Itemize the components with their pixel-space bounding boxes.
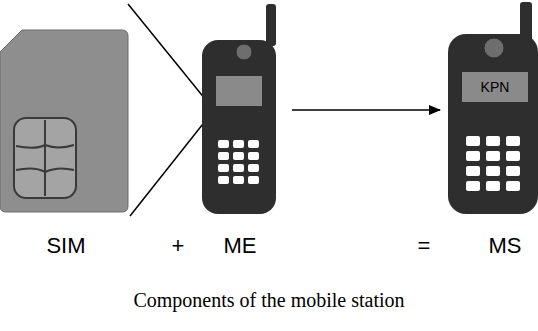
key (248, 164, 259, 172)
component-label: ME (224, 235, 257, 257)
key (248, 140, 259, 148)
sim-card (0, 30, 128, 212)
key (466, 136, 480, 146)
arrow (292, 109, 440, 111)
mobile-equipment (202, 4, 276, 214)
caption: Components of the mobile station (133, 290, 404, 310)
key (486, 151, 500, 161)
mobile-station (448, 2, 538, 214)
key (248, 152, 259, 160)
guide-line (128, 4, 214, 110)
component-label: MS (489, 235, 522, 257)
key (486, 181, 500, 191)
guide-line (130, 110, 214, 216)
key (248, 176, 259, 184)
key (218, 152, 229, 160)
key (466, 151, 480, 161)
key (218, 176, 229, 184)
key (233, 164, 244, 172)
key (218, 140, 229, 148)
key (506, 136, 520, 146)
key (218, 164, 229, 172)
key (506, 151, 520, 161)
screen-text: KPN (481, 80, 510, 94)
key (466, 181, 480, 191)
key (233, 152, 244, 160)
key (486, 136, 500, 146)
key (233, 140, 244, 148)
key (506, 166, 520, 176)
component-label: SIM (46, 235, 85, 257)
key (466, 166, 480, 176)
key (486, 166, 500, 176)
operator: = (418, 235, 431, 257)
key (233, 176, 244, 184)
operator: + (172, 235, 185, 257)
key (506, 181, 520, 191)
